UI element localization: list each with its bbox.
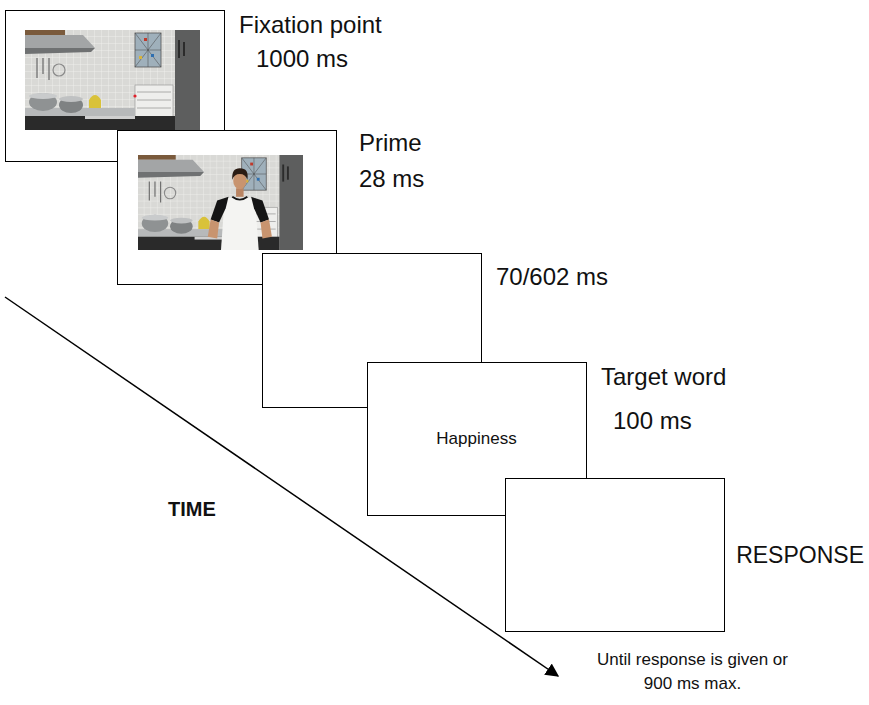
illustration-part <box>232 168 247 179</box>
phase-label: Target word <box>601 363 726 391</box>
phase-label: 100 ms <box>613 407 692 435</box>
phase-label: RESPONSE <box>736 542 864 568</box>
illustration-part <box>25 30 200 130</box>
kitchen-photo <box>25 30 200 130</box>
phase-label: 28 ms <box>359 165 424 193</box>
phase-label: Fixation point <box>239 11 382 39</box>
illustration-part <box>260 219 271 238</box>
text-slot: 100 ms <box>613 407 692 435</box>
target-word: Happiness <box>436 429 516 449</box>
note-text: Until response is given or 900 ms max. <box>585 648 800 696</box>
illustration-part <box>210 196 228 222</box>
text-slot: RESPONSE <box>736 542 864 568</box>
text-slot: 28 ms <box>359 165 424 193</box>
text-slot: 70/602 ms <box>496 263 608 291</box>
phase-label: 70/602 ms <box>496 263 608 291</box>
label-slot: Until response is given or 900 ms max. <box>585 648 800 696</box>
illustration-part <box>232 196 247 199</box>
text-slot: Fixation point <box>239 11 382 39</box>
phase-label: 1000 ms <box>256 45 348 73</box>
illustration-part <box>220 197 258 249</box>
phase-label: Prime <box>359 129 422 157</box>
illustration-part <box>251 196 269 222</box>
axis-label: TIME <box>168 498 216 521</box>
illustration-part <box>138 155 303 250</box>
illustration-part <box>236 188 244 197</box>
illustration-part <box>133 94 136 97</box>
text-slot: Prime <box>359 129 422 157</box>
label-slot: TIME <box>168 498 216 521</box>
stimulus-frame: RESPONSE <box>505 478 725 632</box>
kitchen-photo-with-man <box>138 155 303 250</box>
text-slot: Happiness <box>436 429 516 449</box>
text-slot: Target word <box>601 363 726 391</box>
text-slot: 1000 ms <box>256 45 348 73</box>
illustration-part <box>207 219 218 238</box>
